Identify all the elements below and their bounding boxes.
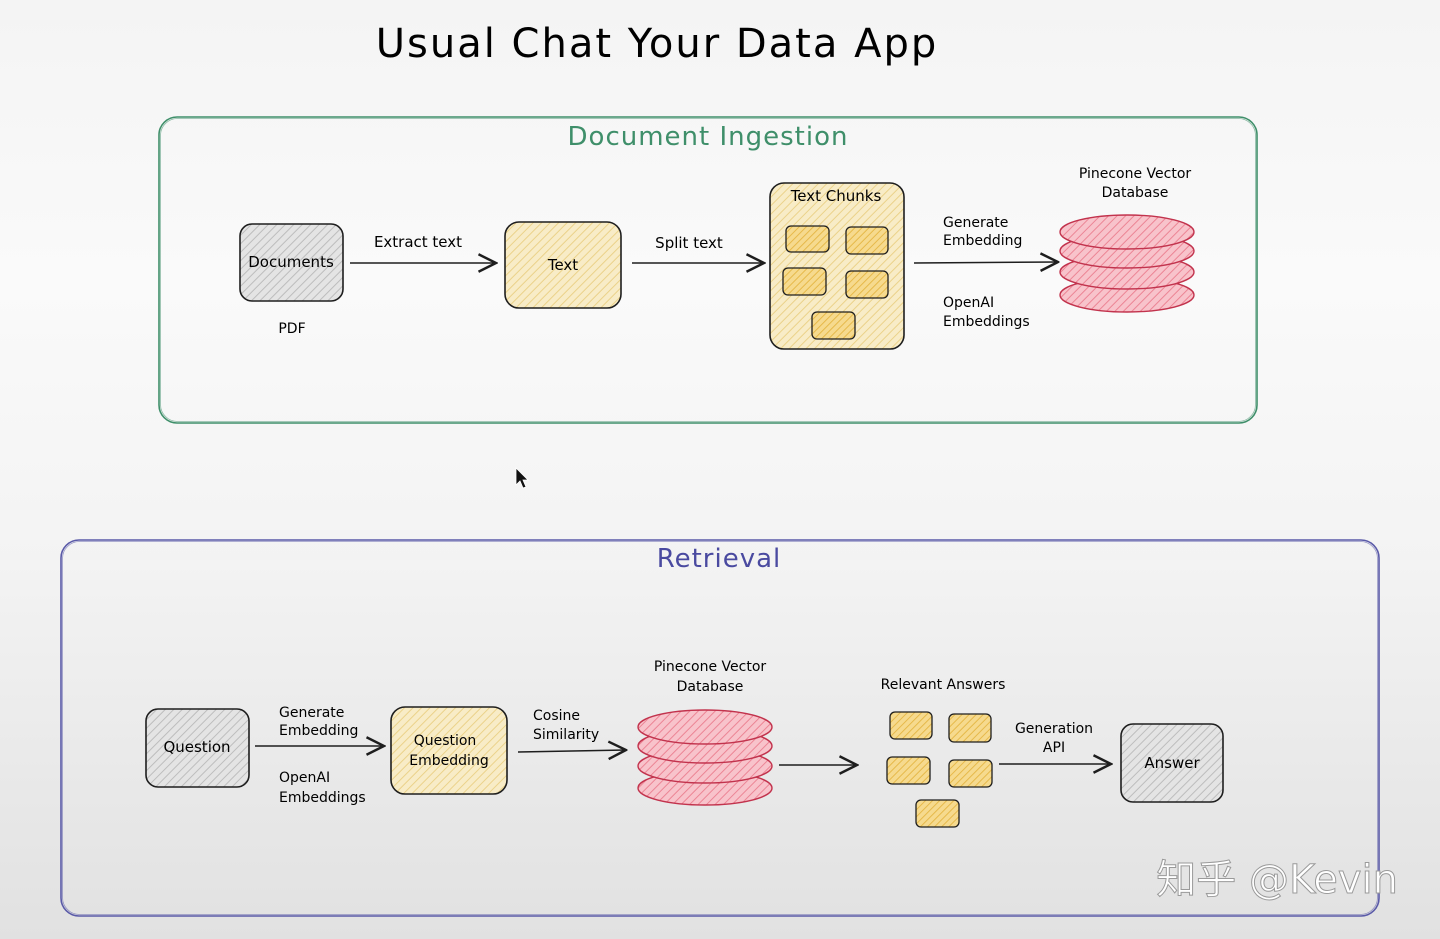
chunk — [782, 267, 827, 296]
generation-label-1: Generation — [1015, 721, 1093, 737]
text-label: Text — [547, 256, 578, 274]
r-generate-embedding-2: Embedding — [279, 723, 358, 739]
documents-label: Documents — [248, 253, 334, 271]
relevant-answers-label: Relevant Answers — [881, 677, 1006, 693]
question-label: Question — [163, 738, 230, 756]
ingestion-title: Document Ingestion — [568, 122, 849, 152]
question-box — [145, 708, 250, 788]
page-title: Usual Chat Your Data App — [376, 21, 938, 67]
r-db-label-1: Pinecone Vector — [654, 659, 767, 675]
r-generate-embedding-1: Generate — [279, 705, 344, 721]
answer-chunk — [948, 713, 992, 743]
question-embedding-label-2: Embedding — [409, 753, 488, 769]
answer-label: Answer — [1144, 754, 1200, 772]
answer-chunk — [886, 756, 931, 785]
openai-label-1: OpenAI — [943, 295, 994, 311]
r-openai-2: Embeddings — [279, 790, 366, 806]
pdf-label: PDF — [278, 321, 305, 337]
text-box — [504, 221, 622, 309]
documents-box — [239, 223, 344, 302]
db-label-2: Database — [1102, 185, 1169, 201]
r-openai-1: OpenAI — [279, 770, 330, 786]
mouse-cursor-icon — [515, 467, 529, 489]
generate-embedding-arrow — [913, 262, 1058, 263]
chunk — [845, 270, 889, 299]
generation-label-2: API — [1043, 740, 1065, 756]
openai-label-2: Embeddings — [943, 314, 1030, 330]
generate-embedding-label-1: Generate — [943, 215, 1008, 231]
answer-chunk — [948, 759, 993, 788]
text-chunks-label: Text Chunks — [790, 187, 882, 205]
chunk — [811, 311, 856, 340]
question-embedding-label-1: Question — [414, 733, 477, 749]
db-label-1: Pinecone Vector — [1079, 166, 1192, 182]
cosine-label-2: Similarity — [533, 727, 599, 743]
retrieval-frame — [60, 539, 1380, 917]
answer-box — [1120, 723, 1224, 803]
r-db-label-2: Database — [677, 679, 744, 695]
database-icon — [637, 709, 773, 806]
retrieval-title: Retrieval — [657, 544, 782, 574]
extract-text-label: Extract text — [374, 233, 462, 251]
cosine-label-1: Cosine — [533, 708, 580, 724]
question-embedding-box — [390, 706, 508, 795]
relevant-answers-group — [886, 711, 993, 828]
chunk — [785, 225, 830, 253]
answer-chunk — [915, 799, 960, 828]
cosine-arrow — [517, 750, 626, 752]
ingestion-frame — [158, 116, 1258, 424]
answer-chunk — [889, 711, 933, 740]
generate-embedding-label-2: Embedding — [943, 233, 1022, 249]
split-text-label: Split text — [655, 234, 723, 252]
text-chunks-box — [769, 182, 905, 350]
database-icon — [1059, 214, 1195, 313]
chunk — [845, 226, 889, 255]
watermark: 知乎 @Kevin — [1156, 857, 1398, 903]
